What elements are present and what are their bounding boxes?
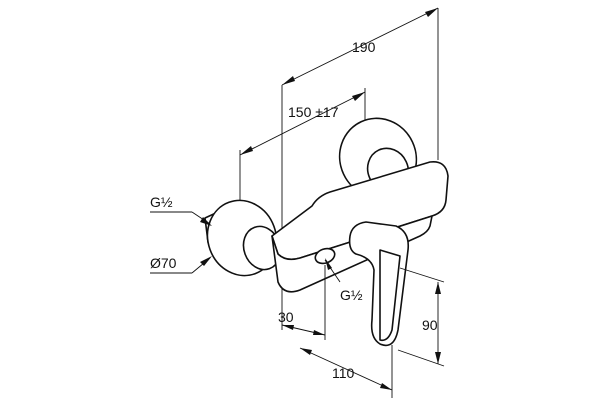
arrowhead	[313, 330, 325, 335]
dimension-outlet-offset: 30	[278, 265, 326, 340]
lever-side	[379, 249, 401, 342]
arrowhead	[282, 325, 294, 330]
lever-grip	[348, 221, 410, 347]
lever-handle	[348, 221, 410, 347]
overall-width-label: 190	[352, 39, 376, 55]
arrowhead	[352, 92, 365, 101]
callout-outlet-thread: G½	[324, 258, 363, 303]
dimension-line	[281, 7, 439, 86]
center-distance-label: 150 ±17	[288, 104, 339, 120]
dimension-line	[239, 91, 366, 156]
extension-line	[397, 349, 445, 367]
arrowhead	[380, 383, 392, 390]
arrowhead	[425, 8, 438, 17]
arrowhead	[325, 258, 332, 270]
extension-line	[399, 267, 445, 283]
rosette-left	[204, 199, 282, 277]
dimension-center-distance: 150 ±17	[239, 88, 366, 200]
inlet-thread-label: G½	[150, 194, 173, 210]
arrowhead	[282, 76, 295, 85]
callout-rosette-diameter: Ø70	[150, 255, 212, 274]
arrowhead	[200, 256, 212, 266]
depth-label: 110	[332, 365, 355, 381]
arrowhead	[300, 348, 312, 355]
callout-inlet-thread: G½	[150, 194, 212, 226]
height-label: 90	[422, 317, 438, 333]
dimension-line	[299, 347, 393, 391]
arrowhead	[200, 217, 212, 226]
rosette-diameter-label: Ø70	[150, 255, 177, 271]
dimension-depth: 110	[299, 345, 393, 398]
arrowhead	[435, 282, 441, 294]
dimension-height: 90	[397, 267, 445, 367]
arrowhead	[435, 352, 441, 364]
outlet-offset-label: 30	[278, 309, 294, 325]
outlet-thread-label: G½	[340, 287, 363, 303]
arrowhead	[240, 146, 253, 155]
